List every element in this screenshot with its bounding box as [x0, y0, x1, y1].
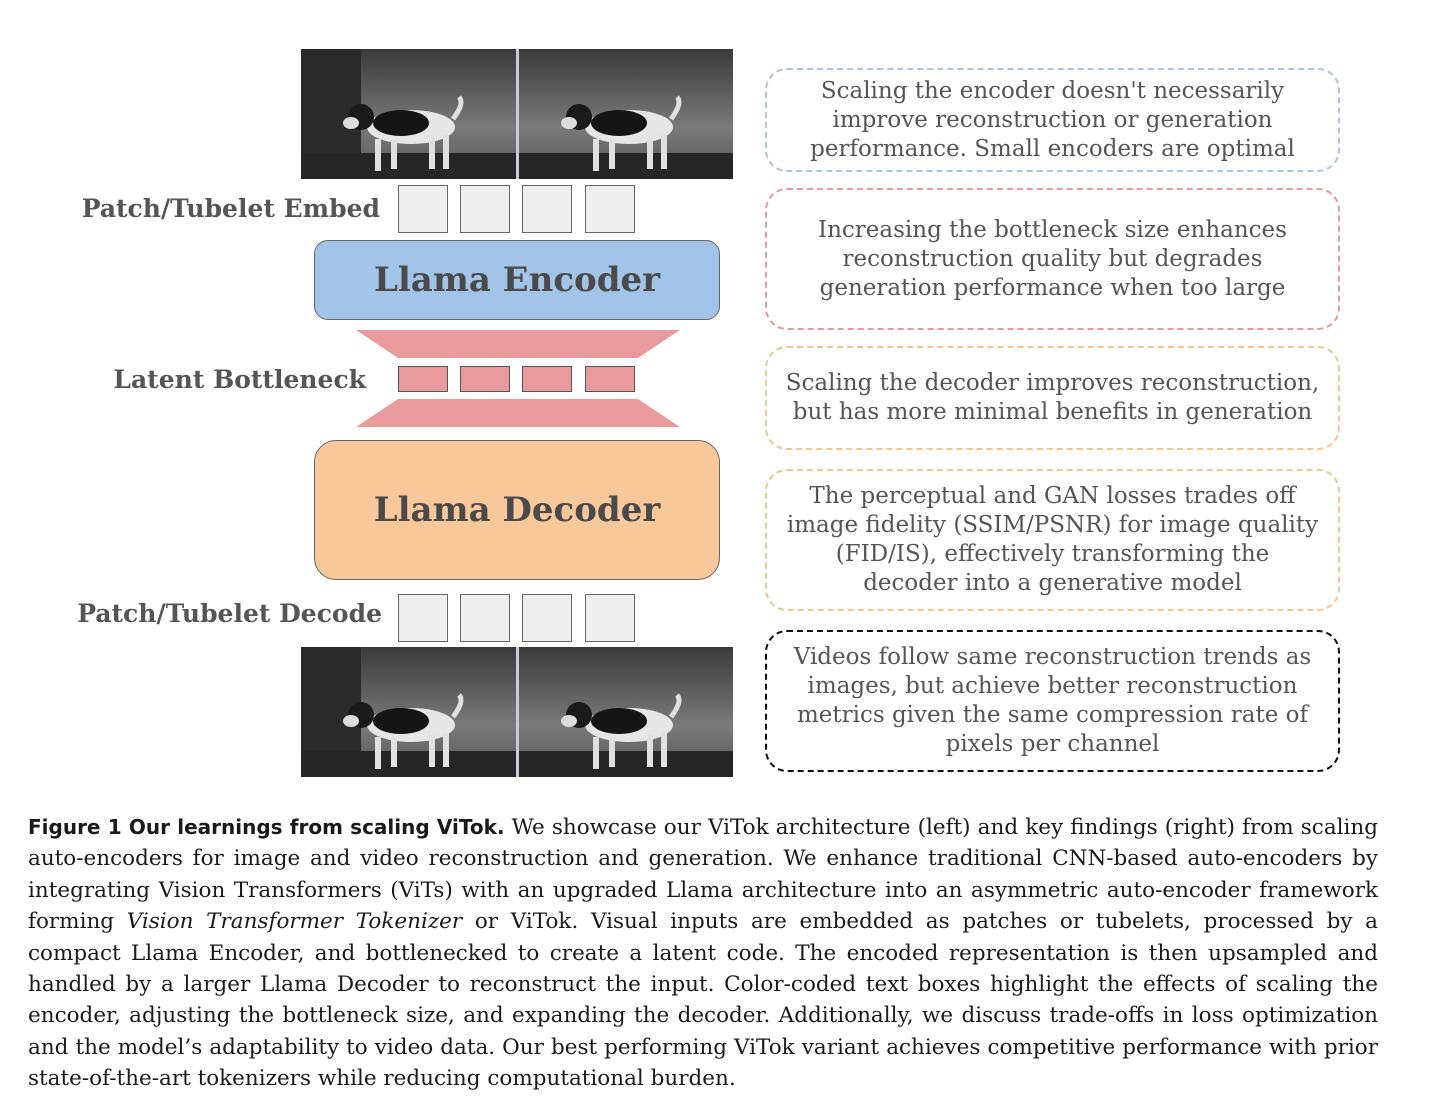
embed-token: [522, 185, 572, 233]
compress-trapezoid: [356, 330, 680, 358]
finding-perceptual-gan-loss: The perceptual and GAN losses trades off…: [765, 469, 1340, 611]
llama-encoder-block: Llama Encoder: [314, 240, 720, 320]
embed-token: [585, 185, 635, 233]
finding-encoder-scaling: Scaling the encoder doesn't necessarily …: [765, 68, 1340, 172]
output-video-frames: [301, 647, 733, 777]
input-video-frames: [301, 49, 733, 179]
latent-token: [522, 366, 572, 392]
embed-label: Patch/Tubelet Embed: [81, 194, 380, 223]
decode-token: [585, 594, 635, 642]
dog-photo-output: [301, 647, 733, 777]
embed-token: [460, 185, 510, 233]
latent-token: [398, 366, 448, 392]
expand-trapezoid: [356, 399, 680, 427]
caption-lead: Figure 1 Our learnings from scaling ViTo…: [28, 815, 505, 839]
decode-token: [522, 594, 572, 642]
figure-caption: Figure 1 Our learnings from scaling ViTo…: [28, 812, 1378, 1095]
caption-text-2: or ViTok. Visual inputs are embedded as …: [28, 909, 1378, 1092]
finding-bottleneck-size: Increasing the bottleneck size enhances …: [765, 188, 1340, 330]
bottleneck-label: Latent Bottleneck: [113, 365, 366, 394]
embed-token: [398, 185, 448, 233]
caption-italic-term: Vision Transformer Tokenizer: [126, 909, 463, 935]
decode-label: Patch/Tubelet Decode: [77, 599, 382, 628]
llama-decoder-block: Llama Decoder: [314, 440, 720, 580]
latent-token: [585, 366, 635, 392]
dog-photo-input: [301, 49, 733, 179]
finding-video-trends: Videos follow same reconstruction trends…: [765, 630, 1340, 772]
decode-token: [460, 594, 510, 642]
caption-text-1: We showcase our ViTok architecture (left…: [28, 815, 1379, 935]
finding-decoder-scaling: Scaling the decoder improves reconstruct…: [765, 346, 1340, 450]
latent-token: [460, 366, 510, 392]
decode-token: [398, 594, 448, 642]
